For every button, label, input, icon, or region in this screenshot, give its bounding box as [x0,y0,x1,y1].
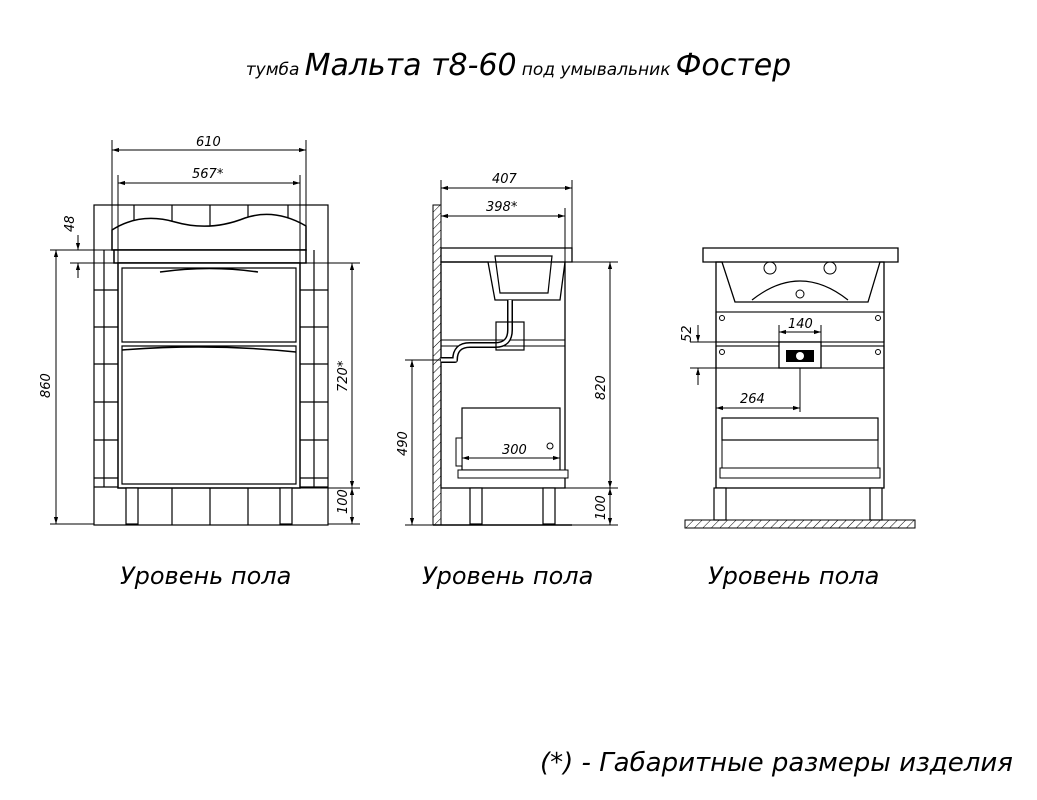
back-dimensions [690,325,822,412]
back-view: 140 52 264 [680,247,916,529]
back-dim-140: 140 [788,317,813,332]
side-dimensions [405,180,618,526]
front-dimensions [50,140,360,525]
back-leg-right [869,487,883,521]
back-floor-label: Уровень пола [708,562,880,590]
side-dim-300: 300 [502,443,527,458]
side-siphon [441,300,513,363]
front-dim-48: 48 [63,215,78,232]
side-dim-820: 820 [594,375,609,400]
front-dim-610: 610 [196,135,221,150]
front-view: 610 567* 48 860 720* 100 [39,135,360,526]
front-leg-right [279,487,293,525]
side-sink-bowl [494,255,553,294]
front-floor-label: Уровень пола [120,562,292,590]
side-drawer [461,407,561,471]
front-upper-handle [159,267,259,273]
front-leg-left [125,487,139,525]
side-view: 407 398* 820 490 300 100 [396,172,618,526]
back-drawer [721,417,879,441]
side-leg-right [542,487,556,525]
side-dim-100: 100 [594,495,609,520]
back-floor [684,519,916,529]
side-leg-left [469,487,483,525]
front-dim-100: 100 [336,489,351,514]
footnote: (*) - Габаритные размеры изделия [540,748,1013,778]
front-lower-handle [121,346,297,353]
side-cabinet-body [440,261,566,489]
side-wall [432,204,442,526]
title-middle: под умывальник [521,60,671,80]
front-dim-567: 567* [192,167,224,182]
title-model: Мальта т8-60 [304,48,517,83]
back-cabinet-body [715,261,885,489]
front-upper-drawer [121,267,297,343]
back-dim-52: 52 [680,325,695,342]
back-leg-left [713,487,727,521]
title-sink: Фостер [675,48,792,83]
side-dim-490: 490 [396,431,411,456]
back-sink [702,247,899,303]
front-sink-rim [113,249,307,264]
side-dim-398: 398* [486,200,518,215]
back-sink-bowl [751,280,849,301]
title-prefix: тумба [245,60,300,80]
front-sink-top [111,213,307,251]
drawing-title: тумба Мальта т8-60 под умывальник Фостер [0,48,1037,83]
side-floor-label: Уровень пола [422,562,594,590]
front-cabinet-body [117,262,301,489]
front-dim-720: 720* [336,360,351,392]
front-lower-drawer [121,345,297,485]
side-dim-407: 407 [492,172,518,187]
front-dim-860: 860 [39,373,54,398]
back-dim-264: 264 [740,392,765,407]
